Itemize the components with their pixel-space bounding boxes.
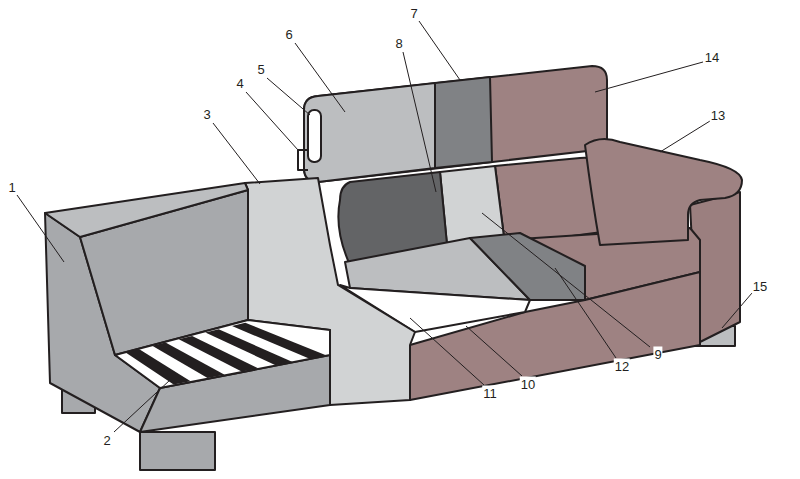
callout-number: 8 <box>394 36 403 51</box>
seat-layer <box>470 233 585 300</box>
spring-slats <box>126 323 327 385</box>
callout-number: 2 <box>102 433 111 448</box>
leader-line <box>295 43 345 112</box>
callout-number: 13 <box>710 108 726 123</box>
leader-lines <box>17 21 752 432</box>
seat-springs <box>115 320 330 388</box>
back-cushion <box>495 158 602 245</box>
leader-line <box>660 121 710 152</box>
leader-line <box>17 195 64 262</box>
leader-line <box>403 52 436 192</box>
headrest-slot <box>308 110 321 162</box>
slat <box>205 329 292 365</box>
leader-line <box>410 318 484 385</box>
leader-line <box>419 21 460 80</box>
callout-number: 7 <box>409 6 418 21</box>
leader-line <box>482 213 650 347</box>
sofa-drawing <box>45 66 742 470</box>
callout-number: 5 <box>256 62 265 77</box>
leader-line <box>722 293 752 328</box>
leader-line <box>595 62 703 92</box>
leader-line <box>466 326 522 376</box>
callout-number: 11 <box>482 386 498 401</box>
callout-number: 1 <box>7 180 16 195</box>
headrest-shell <box>304 83 435 182</box>
callout-number: 15 <box>752 279 768 294</box>
leader-line <box>213 123 260 184</box>
leader-line <box>555 268 616 358</box>
leader-line <box>114 380 170 432</box>
frame-top <box>45 183 248 237</box>
callout-number: 3 <box>202 107 211 122</box>
slat <box>179 336 259 372</box>
callout-number: 10 <box>520 377 536 392</box>
leader-line <box>267 78 310 115</box>
sofa-leg <box>140 432 215 470</box>
callout-number: 4 <box>235 76 244 91</box>
leader-line <box>246 92 298 150</box>
slat <box>232 323 327 359</box>
callout-number: 6 <box>284 27 293 42</box>
callout-number: 12 <box>614 359 630 374</box>
headrest-bracket <box>298 150 308 170</box>
headrest-padding <box>435 77 492 168</box>
armrest <box>585 139 742 245</box>
callout-number: 9 <box>653 347 662 362</box>
callout-number: 14 <box>704 50 720 65</box>
